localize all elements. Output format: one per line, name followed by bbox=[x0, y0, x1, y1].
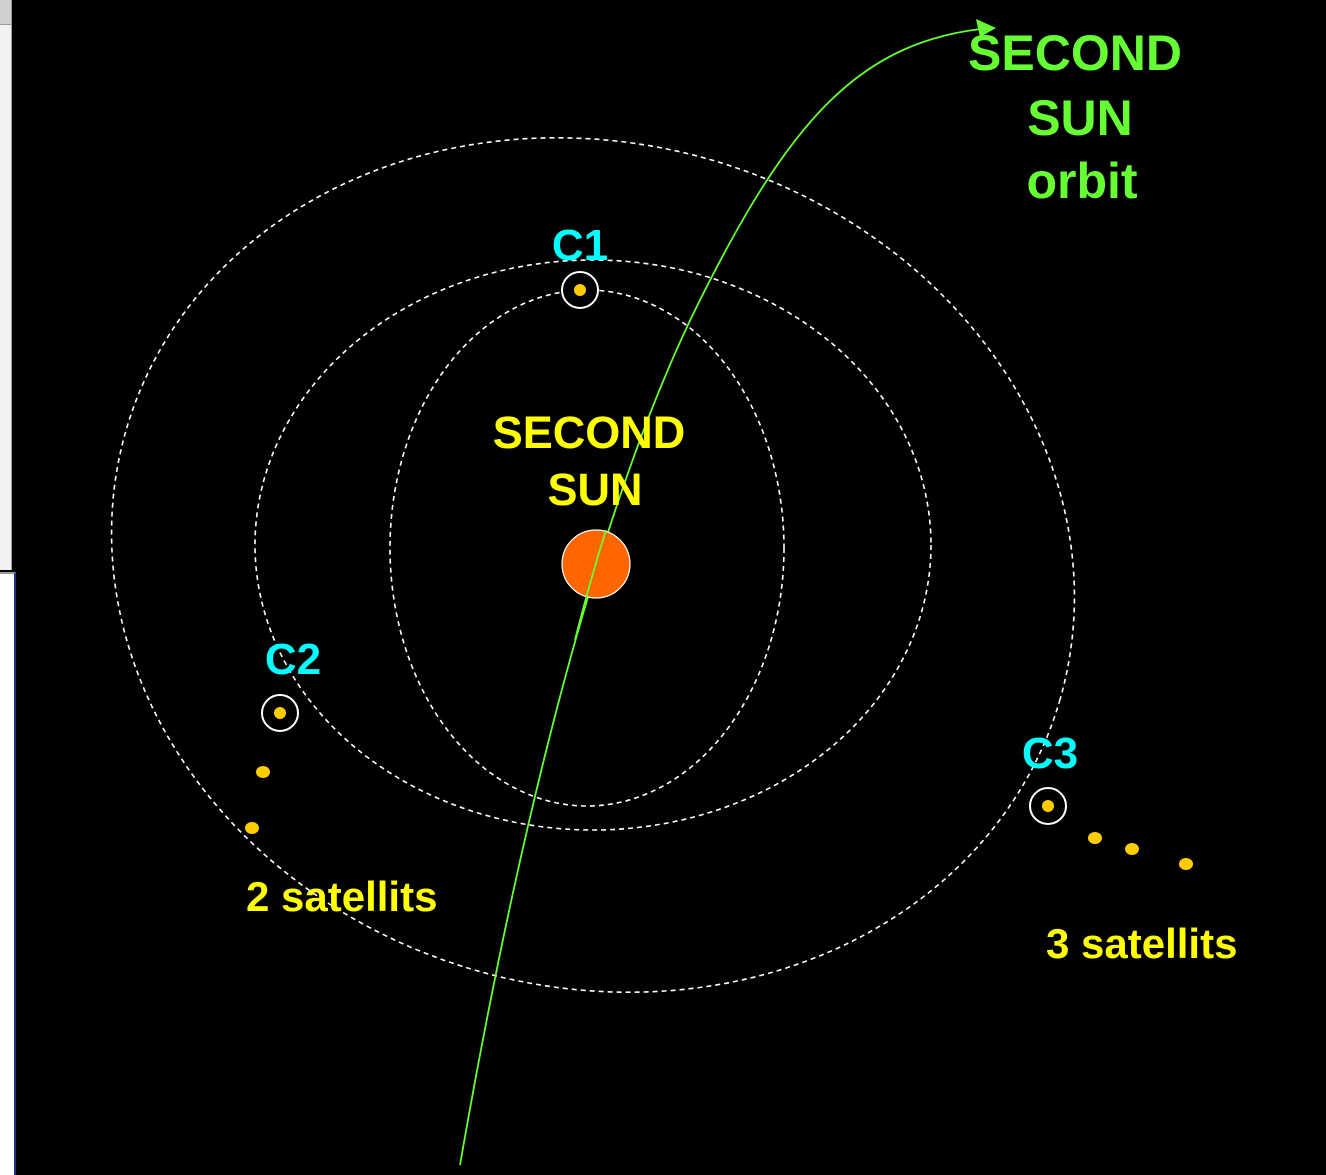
second-sun-path-overlay bbox=[574, 529, 607, 641]
inner-orbit bbox=[389, 289, 785, 807]
sun-label-line2: SUN bbox=[547, 464, 642, 515]
sun-label-line1: SECOND bbox=[493, 407, 686, 458]
c1-body bbox=[561, 271, 599, 309]
c2-satellite bbox=[245, 822, 259, 834]
c2-label: C2 bbox=[265, 635, 321, 684]
window-edge-top bbox=[0, 0, 12, 570]
c2-body bbox=[261, 694, 299, 732]
c3-satellites-label: 3 satellits bbox=[1046, 920, 1237, 967]
c1-label: C1 bbox=[552, 221, 608, 270]
middle-orbit bbox=[254, 259, 932, 831]
c3-body bbox=[1029, 787, 1067, 825]
c3-satellite bbox=[1125, 843, 1139, 855]
c3-label: C3 bbox=[1022, 729, 1078, 778]
second-sun-orbit-path bbox=[459, 27, 991, 1166]
orbit-title-line2: SUN bbox=[1027, 90, 1133, 146]
arrowhead-icon bbox=[976, 19, 996, 37]
c3-satellite bbox=[1088, 832, 1102, 844]
orbit-title-line1: SECOND bbox=[968, 25, 1182, 81]
orbit-title-line3: orbit bbox=[1026, 153, 1137, 209]
outer-orbit bbox=[110, 137, 1076, 993]
window-edge-corner bbox=[0, 0, 11, 25]
c2-satellite bbox=[256, 766, 270, 778]
window-edge-bottom bbox=[0, 572, 16, 1175]
c3-satellite bbox=[1179, 858, 1193, 870]
c2-satellites-label: 2 satellits bbox=[246, 873, 437, 920]
